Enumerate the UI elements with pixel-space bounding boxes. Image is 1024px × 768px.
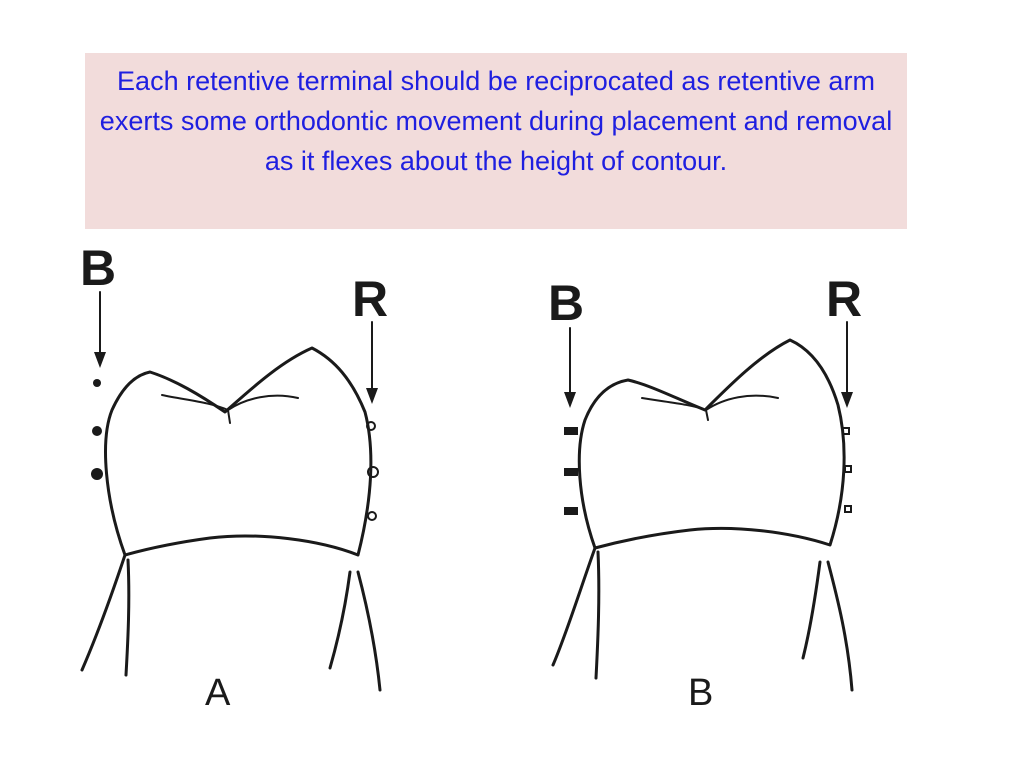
figure-a-retentive-clasp-dots xyxy=(366,421,379,521)
figure-b-caption-letter: B xyxy=(688,672,713,714)
figure-a-crown xyxy=(104,346,373,557)
figure-b-buccal-arrow xyxy=(564,327,576,408)
figure-b-retentive-label: R xyxy=(826,271,862,327)
figure-a: B R xyxy=(80,240,388,714)
figure-b-buccal-label: B xyxy=(548,275,584,331)
figure-b-buccal-clasp-dots xyxy=(564,427,578,515)
figure-b-retentive-arrow xyxy=(841,321,853,408)
figure-b-fissure xyxy=(641,394,779,421)
caption-box: Each retentive terminal should be recipr… xyxy=(85,53,907,229)
figure-b-retentive-clasp-dots xyxy=(842,427,852,513)
figure-a-buccal-clasp-dots xyxy=(91,379,103,480)
figure-a-retentive-label: R xyxy=(352,271,388,327)
figure-b-crown xyxy=(577,338,846,550)
figure-b-roots xyxy=(551,546,854,692)
figure-a-caption-letter: A xyxy=(205,672,231,714)
figure-a-buccal-arrow xyxy=(94,291,106,368)
figure-a-retentive-arrow xyxy=(366,321,378,404)
figure-a-buccal-label: B xyxy=(80,240,116,296)
caption-text: Each retentive terminal should be recipr… xyxy=(99,66,893,176)
figure-a-roots xyxy=(80,553,382,692)
figure-a-fissure xyxy=(161,394,299,424)
figure-b: B R B xyxy=(548,271,862,714)
